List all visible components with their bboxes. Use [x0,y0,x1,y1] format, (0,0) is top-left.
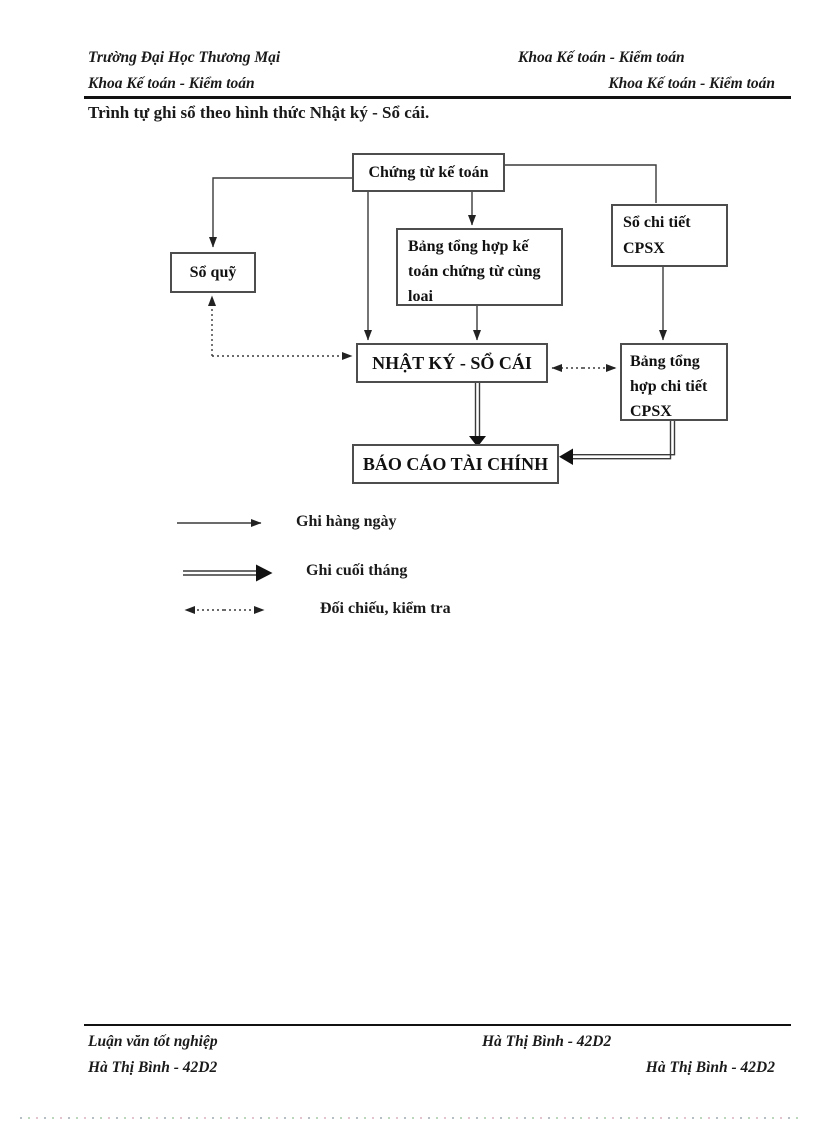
header-rule [84,96,791,99]
header-faculty-right: Khoa Kế toán - Kiểm toán [518,49,685,66]
legend-label-daily: Ghi hàng ngày [296,513,397,530]
legend-label-monthend: Ghi cuối tháng [306,562,408,579]
double-arrow-bangchitiet-to-baocao [573,421,672,460]
box-bao-cao-tai-chinh: BÁO CÁO TÀI CHÍNH [352,444,559,484]
header-school-name: Trường Đại Học Thương Mại [88,49,281,66]
double-arrowhead-down [469,436,486,447]
box-bang-tong-hop-ke-toan: Bảng tổng hợp kế toán chứng từ cùng loai [396,228,563,306]
header-faculty-left: Khoa Kế toán - Kiểm toán [88,75,255,92]
box-so-quy: Sổ quỹ [170,252,256,293]
footer-rule [84,1024,791,1026]
line-chungtu-to-sochitiet [504,164,657,203]
footer-author-center: Hà Thị Bình - 42D2 [482,1033,612,1050]
box-bang-tong-hop-chi-tiet-cpsx: Bảng tổng hợp chi tiết CPSX [620,343,728,421]
diagram-title: Trình tự ghi sổ theo hình thức Nhật ký -… [88,103,430,122]
box-nhat-ky-so-cai: NHẬT KÝ - SỔ CÁI [356,343,548,383]
legend-label-check: Đối chiếu, kiểm tra [320,600,451,617]
header-faculty-far-right: Khoa Kế toán - Kiểm toán [608,75,775,92]
legend-monthend-arrowhead [256,564,273,582]
footer-author-left: Hà Thị Bình - 42D2 [88,1059,218,1076]
footer-thesis-title: Luận văn tốt nghiệp [88,1033,218,1050]
double-arrowhead-left [559,448,573,465]
box-chung-tu-ke-toan: Chứng từ kế toán [352,153,505,192]
double-arrow-bangchitiet-to-baocao [573,421,676,456]
page-bottom-dotted-guide [20,1117,800,1119]
arrow-chungtu-to-soquy [209,177,352,248]
footer-author-right: Hà Thị Bình - 42D2 [645,1059,775,1076]
box-so-chi-tiet-cpsx: Sổ chi tiết CPSX [611,204,728,267]
flowchart-connectors [177,164,676,614]
